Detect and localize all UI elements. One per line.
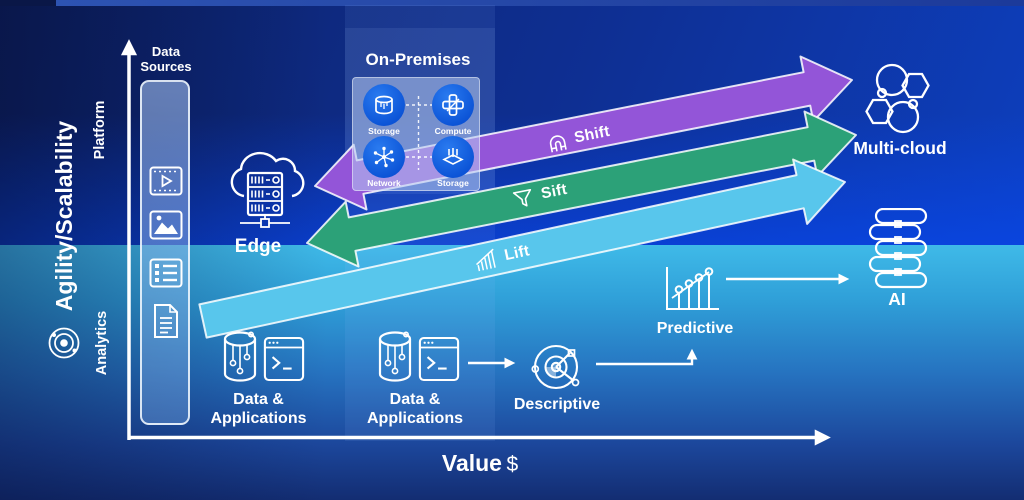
terminal-icon bbox=[263, 336, 305, 382]
lift-arrow bbox=[198, 158, 846, 339]
top-strip bbox=[0, 0, 1024, 6]
descriptive-label: Descriptive bbox=[513, 396, 601, 413]
y-axis-label: Agility/Scalability bbox=[51, 120, 77, 312]
data-cylinder-icon bbox=[223, 331, 257, 382]
on-prem-item-label: Network bbox=[367, 178, 401, 188]
donut-chart-icon bbox=[531, 344, 580, 390]
lift-arrow-tag: Lift bbox=[454, 234, 550, 281]
on-premises-connectors bbox=[406, 96, 432, 170]
shift-arrow-label: Shift bbox=[572, 122, 612, 147]
data-cylinder-icon bbox=[378, 331, 412, 382]
multi-cloud-label: Multi-cloud bbox=[853, 138, 947, 158]
sift-arrow bbox=[306, 110, 857, 268]
on-prem-item-label: Compute bbox=[434, 126, 472, 136]
video-icon bbox=[149, 166, 183, 196]
data-apps-mid-line1: Data & bbox=[389, 391, 441, 408]
data-apps-mid-label: Data & Applications bbox=[351, 391, 479, 429]
y-zone-analytics-label: Analytics bbox=[94, 310, 110, 376]
data-sources-title-line1: Data bbox=[151, 44, 181, 59]
predictive-label: Predictive bbox=[656, 320, 734, 337]
x-axis-currency: $ bbox=[506, 453, 519, 476]
data-apps-mid-line2: Applications bbox=[366, 409, 463, 427]
on-prem-storage2-circle bbox=[432, 136, 474, 178]
storage-database-icon bbox=[375, 95, 393, 115]
x-axis-label: Value bbox=[441, 450, 502, 476]
edge-label: Edge bbox=[234, 236, 282, 257]
magnet-icon bbox=[549, 135, 567, 153]
on-premises-panel: Storage Compute Network Storage bbox=[352, 77, 480, 191]
network-icon bbox=[373, 146, 395, 168]
on-prem-storage-circle bbox=[363, 84, 405, 126]
arrow-descriptive-to-predictive bbox=[596, 348, 698, 366]
image-icon bbox=[149, 210, 183, 240]
y-zone-platform-label: Platform bbox=[92, 100, 108, 160]
on-premises-title: On-Premises bbox=[365, 50, 471, 69]
ai-coil-icon bbox=[868, 208, 928, 289]
data-sources-title-line2: Sources bbox=[140, 59, 192, 75]
on-prem-item-label: Storage bbox=[437, 178, 469, 188]
trend-chart-icon bbox=[666, 267, 719, 310]
multi-cloud-icon bbox=[865, 63, 930, 134]
storage-stack-icon bbox=[442, 148, 464, 165]
ai-label: AI bbox=[888, 289, 906, 309]
document-icon bbox=[154, 304, 178, 338]
radar-target-icon bbox=[48, 327, 80, 359]
on-prem-network-circle bbox=[363, 136, 405, 178]
shift-arrow-tag: Shift bbox=[528, 115, 628, 161]
sift-arrow-tag: Sift bbox=[494, 173, 586, 217]
on-prem-item-label: Storage bbox=[368, 126, 400, 136]
lift-chart-icon bbox=[475, 248, 496, 272]
on-prem-compute-circle bbox=[432, 84, 474, 126]
terminal-icon bbox=[418, 336, 460, 382]
data-apps-left-label: Data & Applications bbox=[196, 391, 321, 429]
x-axis-label-group: Value $ bbox=[380, 450, 580, 477]
compute-icon bbox=[442, 94, 464, 116]
edge-cloud-server-icon bbox=[230, 151, 305, 228]
data-apps-left-line2: Applications bbox=[210, 409, 307, 427]
data-sources-panel bbox=[140, 80, 190, 425]
sift-arrow-label: Sift bbox=[539, 180, 569, 203]
funnel-icon bbox=[513, 188, 532, 207]
data-apps-left-line1: Data & bbox=[233, 391, 284, 408]
data-sources-title: Data Sources bbox=[136, 44, 196, 75]
table-icon bbox=[149, 258, 183, 288]
lift-arrow-label: Lift bbox=[502, 242, 532, 265]
